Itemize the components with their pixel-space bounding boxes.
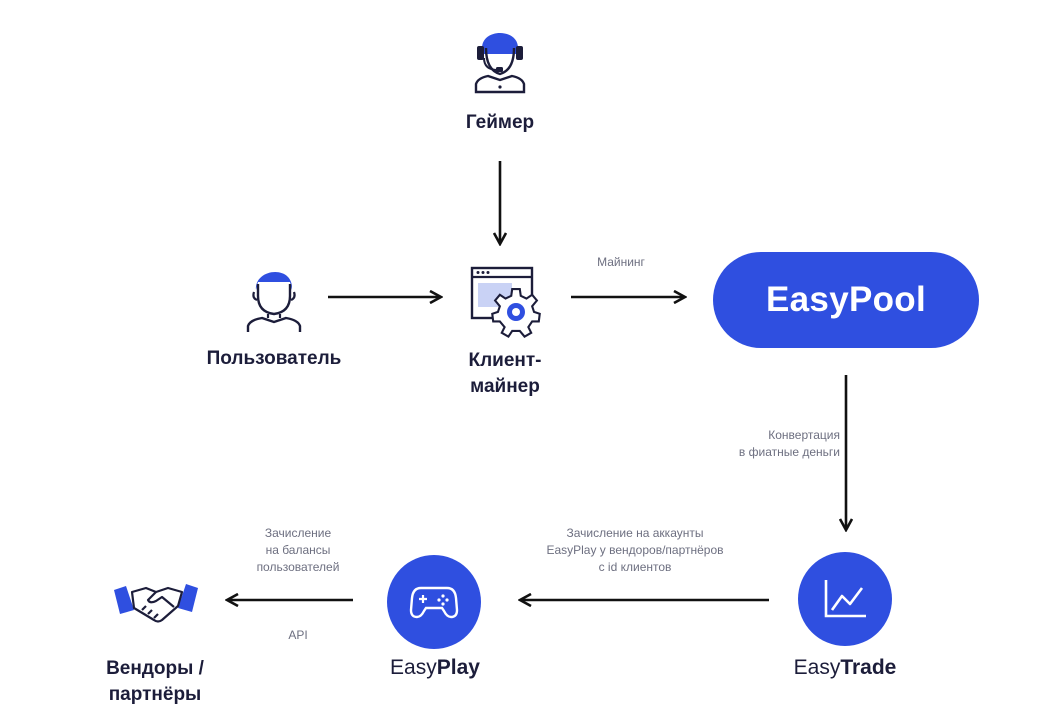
balances-edge-label: Зачисление на балансы пользователей bbox=[238, 525, 358, 576]
user-icon bbox=[244, 262, 304, 334]
gamer-label: Геймер bbox=[465, 112, 535, 133]
client-miner-label: Клиент- майнер bbox=[430, 348, 580, 400]
vendors-label-line2: партнёры bbox=[108, 684, 202, 705]
balances-edge-label-line2: на балансы bbox=[265, 543, 331, 557]
user-label: Пользователь bbox=[206, 348, 342, 369]
chart-line-icon bbox=[824, 580, 866, 618]
accounts-edge-label-line1: Зачисление на аккаунты bbox=[566, 526, 704, 540]
conversion-edge-label-line1: Конвертация bbox=[768, 428, 840, 442]
accounts-edge-label-line3: с id клиентов bbox=[598, 560, 672, 574]
easypool-node: EasyPool bbox=[713, 252, 979, 348]
balances-edge-label-line3: пользователей bbox=[256, 560, 340, 574]
mining-edge-label: Майнинг bbox=[597, 255, 645, 269]
api-edge-label: API bbox=[288, 628, 308, 642]
conversion-edge-label: Конвертация в фиатные деньги bbox=[680, 427, 840, 461]
gamer-headset-icon bbox=[468, 18, 532, 94]
conversion-edge-label-line2: в фиатные деньги bbox=[738, 445, 840, 459]
easyplay-label-prefix: Easy bbox=[390, 656, 437, 679]
gamepad-icon bbox=[409, 586, 459, 619]
browser-gear-icon bbox=[470, 264, 546, 338]
client-miner-label-line1: Клиент- bbox=[468, 350, 542, 371]
balances-edge-label-line1: Зачисление bbox=[264, 526, 332, 540]
easytrade-label-prefix: Easy bbox=[793, 656, 841, 679]
accounts-edge-label-line2: EasyPlay у вендоров/партнёров bbox=[546, 543, 724, 557]
easyplay-label: EasyPlay bbox=[360, 656, 510, 680]
client-miner-label-line2: майнер bbox=[470, 376, 540, 397]
vendors-label-line1: Вендоры / bbox=[106, 658, 204, 679]
vendors-label: Вендоры / партнёры bbox=[80, 656, 230, 708]
easytrade-node bbox=[798, 552, 892, 646]
easyplay-label-suffix: Play bbox=[436, 656, 480, 679]
accounts-edge-label: Зачисление на аккаунты EasyPlay у вендор… bbox=[520, 525, 750, 576]
easytrade-label: EasyTrade bbox=[770, 656, 920, 680]
easyplay-node bbox=[387, 555, 481, 649]
easytrade-label-suffix: Trade bbox=[840, 656, 897, 679]
handshake-icon bbox=[112, 580, 200, 626]
